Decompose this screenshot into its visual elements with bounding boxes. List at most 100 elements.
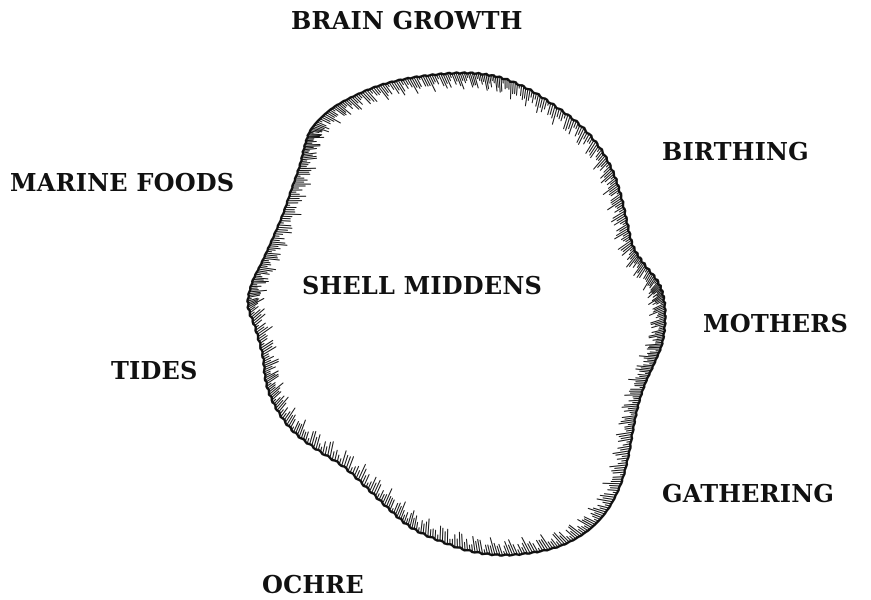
hatch-stroke [294,422,299,432]
hatch-stroke [638,374,649,375]
hatch-stroke [279,225,291,226]
hatch-stroke [515,83,516,94]
hatch-stroke [467,539,468,550]
hatch-stroke [265,255,277,256]
hatch-stroke [465,542,466,549]
hatch-stroke [425,76,430,86]
hatch-stroke [309,134,322,135]
label-mothers: MOTHERS [703,312,848,336]
hatch-stroke [528,544,533,553]
hatch-stroke [490,538,495,555]
hatch-stroke [495,76,497,91]
hatch-stroke [550,105,553,115]
hatch-stroke [377,494,379,498]
hatch-stroke [265,257,278,258]
hatch-stroke [257,327,264,332]
label-marine-foods: MARINE FOODS [10,171,234,195]
hatch-stroke [624,410,637,411]
hatch-stroke [360,469,366,481]
hatch-stroke [332,452,334,460]
hatch-stroke [480,540,483,553]
hatch-stroke [608,490,618,491]
hatch-stroke [423,76,428,86]
label-brain-growth: BRAIN GROWTH [291,9,523,33]
hatch-stroke [266,253,280,254]
hatch-stroke [636,378,647,379]
hatch-stroke [301,158,316,160]
hatch-stroke [648,353,659,354]
hatch-stroke [257,273,270,275]
hatch-stroke [624,404,638,405]
hatch-stroke [639,356,657,358]
hatch-stroke [618,446,630,448]
hatch-stroke [646,344,662,345]
hatch-stroke [629,400,640,401]
hatch-stroke [271,242,285,243]
hatch-stroke [574,122,576,128]
hatch-stroke [328,442,331,456]
hatch-stroke [322,117,330,121]
hatch-stroke [378,86,389,99]
hatch-stroke [644,362,655,363]
hatch-stroke [307,439,308,443]
hatch-stroke [356,471,359,478]
label-tides: TIDES [111,359,198,383]
hatch-stroke [416,77,421,87]
hatch-stroke [335,450,337,460]
hatch-stroke [569,120,574,134]
hatch-stroke [262,262,270,263]
hatch-stroke [618,439,631,441]
hatch-stroke [270,244,287,245]
hatch-stroke [473,537,475,553]
hatch-stroke [601,168,612,178]
label-birthing: BIRTHING [662,140,809,164]
hatch-stroke [435,530,436,539]
hatch-stroke [615,202,622,207]
hatch-stroke [287,415,293,424]
hatch-stroke [269,248,281,249]
hatch-stroke [440,526,441,541]
hatch-stroke [648,355,657,356]
hatch-stroke [428,519,429,536]
hatch-stroke [426,522,427,535]
hatch-stroke [640,371,651,372]
label-shell-middens: SHELL MIDDENS [302,274,542,298]
hatch-stroke [622,416,636,418]
hatch-stroke [636,382,646,383]
hatch-stroke [596,150,601,157]
hatch-stroke [252,309,264,319]
hatch-stroke [603,498,614,500]
hatch-stroke [395,503,400,515]
hatch-stroke [629,379,647,380]
hatch-stroke [604,494,616,495]
hatch-stroke [370,477,376,491]
hatch-stroke [644,358,656,359]
hatch-stroke [610,486,620,487]
hatch-stroke [621,437,632,439]
hatch-stroke [610,465,627,467]
hatch-stroke [364,475,369,486]
hatch-stroke [264,356,274,361]
hatch-stroke [273,238,284,239]
hatch-stroke [600,495,615,497]
hatch-stroke [630,255,639,266]
hatch-stroke [459,532,460,548]
label-gathering: GATHERING [662,482,834,506]
hatch-stroke [278,227,292,228]
hatch-stroke [621,420,635,422]
hatch-stroke [559,110,561,118]
hatch-stroke [386,497,390,507]
hatch-stroke [376,485,381,497]
hatch-stroke [276,232,292,233]
hatch-stroke [434,75,438,84]
hatch-stroke [301,163,310,164]
midden-outline-hatching [248,73,665,555]
hatch-stroke [522,87,524,100]
hatch-stroke [478,74,480,81]
hatch-stroke [258,327,272,337]
hatch-stroke [264,258,280,260]
hatch-stroke [608,200,622,210]
hatch-stroke [317,122,326,126]
hatch-stroke [304,149,317,150]
hatch-stroke [529,542,535,552]
